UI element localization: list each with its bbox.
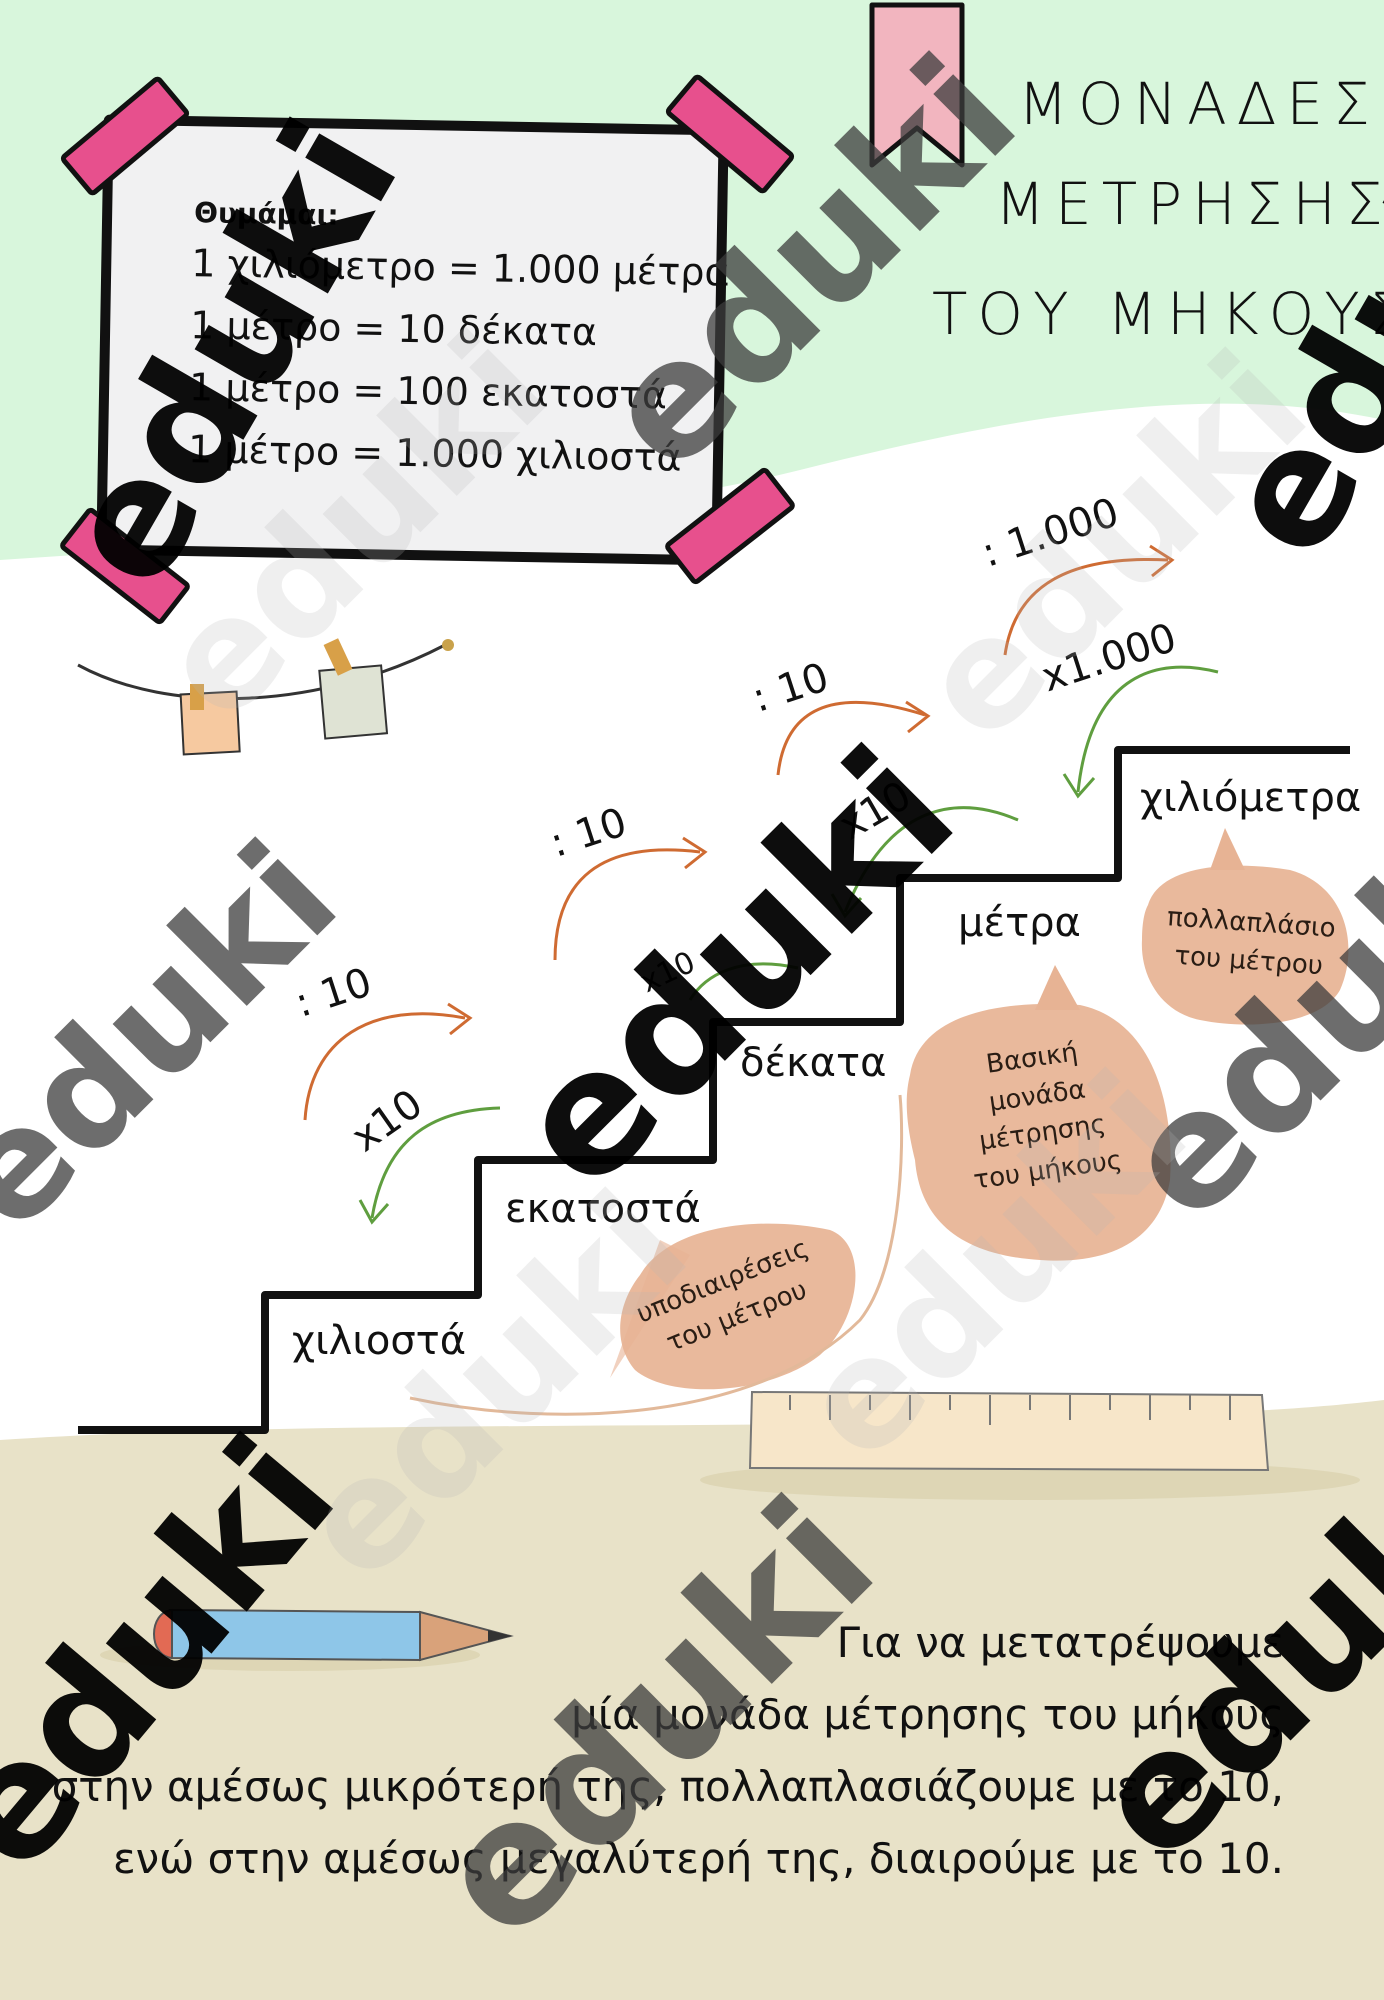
step-label-decimeters: δέκατα [740,1040,887,1086]
ruler-ticks [789,1395,1231,1425]
bubble-basic-unit-text: Βασική μονάδα μέτρησης του μήκους [971,1037,1124,1196]
title-line-3: ΤΟΥ ΜΗΚΟΥΣ [932,280,1384,348]
pencil-eraser [153,1608,173,1660]
title-line-2: ΜΕΤΡΗΣΗΣ [995,170,1384,238]
rule-line-1: Για να μετατρέψουμε [836,1618,1284,1667]
staircase [78,746,1350,1434]
ribbon-shape [869,2,965,168]
multiply-arrow-3-head [830,893,863,919]
step-label-centimeters: εκατοστά [505,1186,701,1232]
sand-shape [0,1400,1384,2000]
step-label-meters: μέτρα [958,900,1081,946]
bubble-multiple [1141,865,1349,1025]
bubble-multiple-tail [1210,828,1245,870]
title-line-1: ΜΟΝΑΔΕΣ [1018,70,1380,138]
divide-arrow-1-head [447,1002,473,1036]
bubble-multiple-text: πολλαπλάσιο του μέτρου [1166,902,1337,981]
divide-arrow-1 [303,1012,466,1121]
bubble-basic-unit-tail [1035,965,1080,1010]
multiply-arrow-1 [370,1106,501,1219]
pencil-lead [488,1630,512,1642]
multiply-arrow-3 [843,806,1019,913]
pencil-tip [419,1610,514,1662]
divide-arrow-3-head [905,700,931,734]
subdivisions-connector [409,1094,904,1416]
multiply-arrow-4 [1076,665,1219,793]
divide-arrow-3 [776,700,926,776]
divide-arrow-2-head [682,836,708,870]
divide-arrow-2 [553,848,701,961]
bubble-basic-unit [906,1003,1171,1261]
clothespin-right [323,638,353,676]
hanging-note-orange [179,690,241,756]
rule-line-3: στην αμέσως μικρότερή της, πολλαπλασιάζο… [51,1762,1284,1811]
ruler [748,1390,1270,1472]
sand-background [0,1400,1384,2000]
clothespin-left [190,684,204,710]
multiply-arrow-4-head [1062,773,1096,799]
rule-line-4: ενώ στην αμέσως μεγαλύτερή της, διαιρούμ… [112,1834,1284,1883]
hanging-note-green [318,664,389,740]
clothesline [77,643,446,701]
rule-line-2: μία μονάδα μέτρησης του μήκους [571,1690,1284,1739]
multiply-arrow-2 [688,962,799,1001]
pencil-body [168,1608,421,1662]
bubble-subdivisions-tail [610,1240,690,1378]
divide-arrow-4 [1003,557,1169,656]
step-label-kilometers: χιλιόμετρα [1140,775,1362,821]
multiply-arrow-1-head [358,1199,390,1225]
divide-arrow-4-head [1149,544,1175,578]
step-label-millimeters: χιλιοστά [292,1318,467,1364]
clothesline-hook [442,639,454,651]
